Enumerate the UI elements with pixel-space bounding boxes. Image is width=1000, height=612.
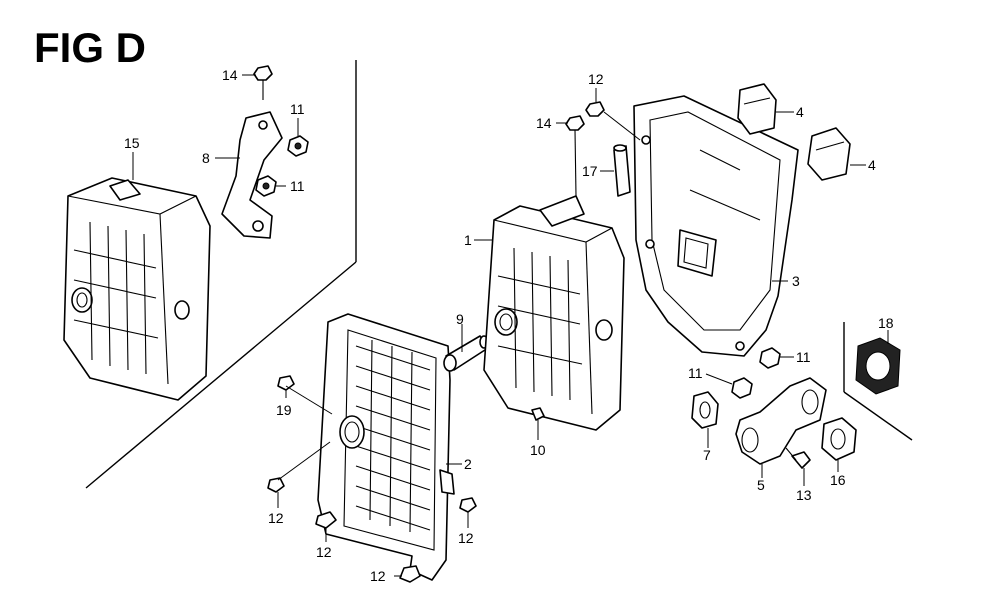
part-11-nut-right-lower [731, 377, 753, 399]
part-19-bolt [277, 375, 295, 391]
part-10-bolt [531, 407, 545, 421]
callout-14-right: 14 [536, 115, 552, 131]
callout-18: 18 [878, 315, 894, 331]
part-1-muffler [483, 195, 625, 431]
callout-10: 10 [530, 442, 546, 458]
part-18-gasket [855, 337, 901, 395]
part-12-bolt-bottom [399, 565, 421, 583]
callout-1: 1 [464, 232, 472, 248]
callout-15: 15 [124, 135, 140, 151]
part-17-pipe [613, 144, 631, 197]
callout-12-bottom: 12 [370, 568, 386, 584]
callout-13: 13 [796, 487, 812, 503]
callout-5: 5 [757, 477, 765, 493]
part-4-clip-upper [737, 83, 777, 135]
callout-4-upper: 4 [796, 104, 804, 120]
part-14-bolt-left [253, 65, 273, 100]
figure-title: FIG D [34, 24, 146, 71]
callout-14-upper-left: 14 [222, 67, 238, 83]
callout-11-upper-left: 11 [290, 101, 305, 117]
callout-16: 16 [830, 472, 846, 488]
callout-11-right-upper: 11 [796, 349, 811, 365]
part-5-exhaust-pipe [735, 377, 827, 465]
section-divider-right [843, 322, 913, 441]
callout-11-lower-left: 11 [290, 178, 305, 194]
part-11-nut-lower [255, 175, 277, 197]
callout-12-left: 12 [268, 510, 284, 526]
part-16-gasket [821, 417, 857, 461]
part-4-clip-lower [807, 127, 851, 181]
callout-3: 3 [792, 273, 800, 289]
callout-19: 19 [276, 402, 292, 418]
callout-11-right-lower: 11 [688, 365, 703, 381]
part-3-cover [633, 95, 799, 357]
part-7-gasket [691, 391, 719, 429]
leader-lines [132, 74, 889, 577]
part-9-tube [443, 335, 489, 372]
callout-4-lower: 4 [868, 157, 876, 173]
section-divider-left [85, 60, 357, 489]
callout-2: 2 [464, 456, 472, 472]
callout-12-bottom-left: 12 [316, 544, 332, 560]
part-12-bolt-bottom-left [315, 511, 337, 529]
part-8-bracket [221, 111, 283, 239]
part-11-nut-right-upper [759, 347, 781, 369]
part-15-muffler [63, 177, 211, 401]
callout-7: 7 [703, 447, 711, 463]
callout-9: 9 [456, 311, 464, 327]
callout-17: 17 [582, 163, 598, 179]
part-11-nut-upper [287, 135, 309, 157]
callout-12-right: 12 [458, 530, 474, 546]
part-12-bolt-upper [585, 101, 605, 117]
callout-8: 8 [202, 150, 210, 166]
part-12-bolt-right [459, 497, 477, 513]
part-2-muffler-protector [317, 313, 455, 581]
part-13-bolt [785, 447, 811, 469]
callout-12-top: 12 [588, 71, 604, 87]
part-14-bolt-right [565, 115, 585, 197]
part-12-bolt-left [267, 477, 285, 493]
